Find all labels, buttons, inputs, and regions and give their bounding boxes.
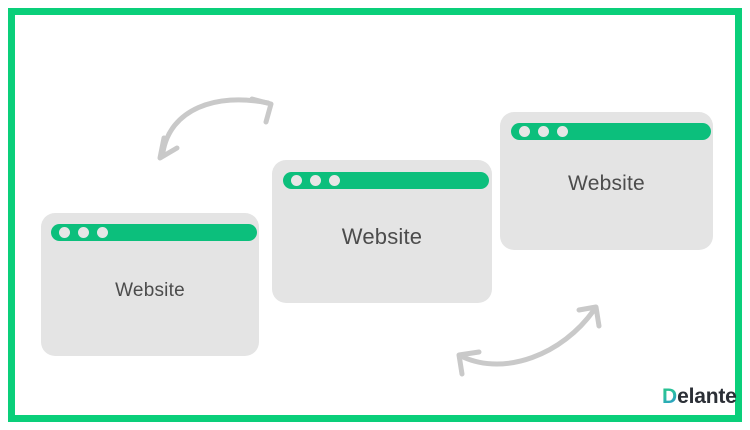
delante-logo-text: elante	[677, 385, 737, 408]
window-dot-icon	[310, 175, 321, 186]
browser-window-label-3: Website	[568, 172, 645, 195]
window-dot-icon	[97, 227, 108, 238]
window-dot-icon	[329, 175, 340, 186]
green-border-frame	[8, 8, 742, 422]
delante-logo-initial: D	[662, 385, 678, 408]
window-dot-icon	[519, 126, 530, 137]
delante-logo[interactable]: D elante	[662, 386, 737, 408]
browser-window-1[interactable]	[41, 213, 259, 356]
window-dot-icon	[59, 227, 70, 238]
browser-titlebar-2	[283, 172, 489, 189]
browser-window-2[interactable]	[272, 160, 492, 303]
browser-window-label-2: Website	[341, 224, 423, 249]
browser-titlebar-3	[511, 123, 711, 140]
browser-window-3[interactable]	[500, 112, 713, 250]
browser-window-label-1: Website	[115, 280, 185, 301]
browser-titlebar-1	[51, 224, 257, 241]
window-dot-icon	[78, 227, 89, 238]
window-dot-icon	[557, 126, 568, 137]
window-dot-icon	[291, 175, 302, 186]
window-dot-icon	[538, 126, 549, 137]
